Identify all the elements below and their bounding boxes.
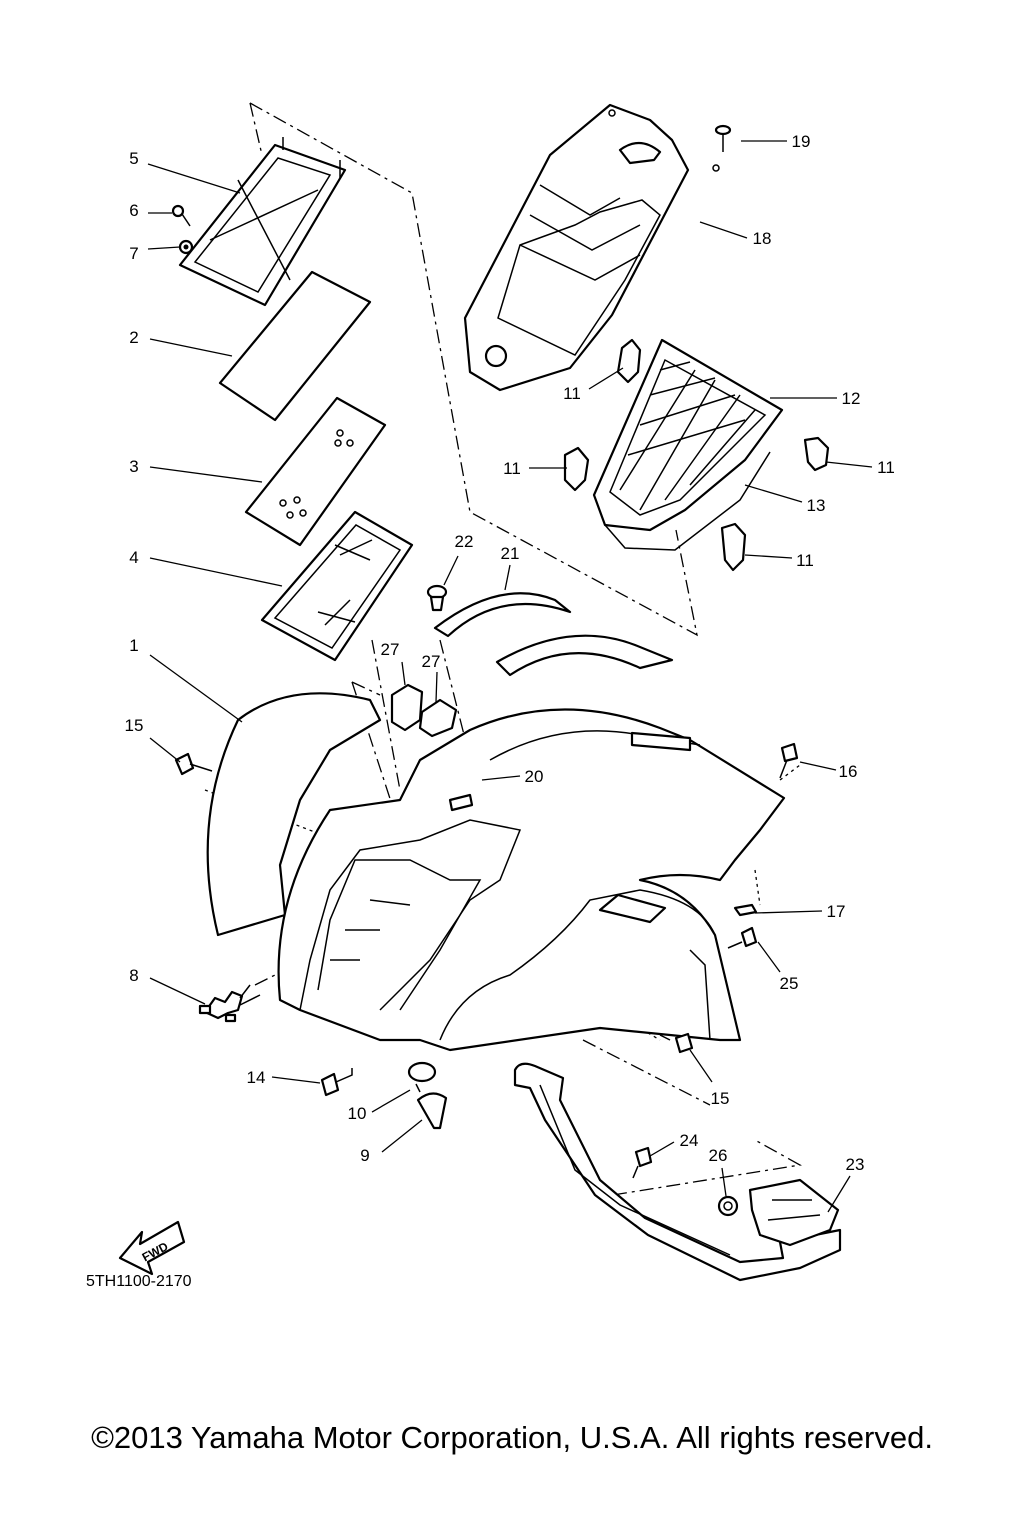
part-27-dampers xyxy=(390,683,458,738)
callout-23: 23 xyxy=(846,1155,865,1174)
part-17-clip xyxy=(733,903,758,917)
callout-26: 26 xyxy=(709,1146,728,1165)
callout-6: 6 xyxy=(129,201,138,220)
callout-13: 13 xyxy=(807,496,826,515)
callout-1: 1 xyxy=(129,636,138,655)
callout-9: 9 xyxy=(360,1146,369,1165)
part-22-grommet xyxy=(426,584,448,612)
part-12-grille xyxy=(592,338,784,532)
part-26-nut xyxy=(717,1195,739,1217)
callout-17: 17 xyxy=(827,902,846,921)
part-23-bumper xyxy=(513,1062,842,1282)
part-20-clip xyxy=(448,793,474,812)
part-13-screen xyxy=(604,451,771,551)
fwd-arrow-icon: FWD xyxy=(118,1220,186,1276)
callout-4: 4 xyxy=(129,548,138,567)
leader-lines xyxy=(147,140,873,1213)
callout-16: 16 xyxy=(839,762,858,781)
callout-11: 11 xyxy=(503,459,521,478)
part-8-connector xyxy=(198,984,261,1023)
callout-15: 15 xyxy=(125,716,144,735)
callout-11: 11 xyxy=(796,551,814,570)
callout-19: 19 xyxy=(792,132,811,151)
part-25-bolt xyxy=(727,926,758,949)
part-3-sheet xyxy=(244,396,387,547)
part-9-cap xyxy=(416,1092,448,1130)
callout-11: 11 xyxy=(877,458,895,477)
part-21-brackets xyxy=(433,592,674,677)
part-4-filter xyxy=(260,510,414,662)
part-5-frame xyxy=(178,137,347,307)
part-19-screw xyxy=(714,124,732,152)
callout-22: 22 xyxy=(455,532,474,551)
callout-3: 3 xyxy=(129,457,138,476)
copyright-notice: ©2013 Yamaha Motor Corporation, U.S.A. A… xyxy=(91,1420,933,1455)
part-6-screw xyxy=(171,204,191,227)
callout-10: 10 xyxy=(348,1104,367,1123)
callout-21: 21 xyxy=(501,544,520,563)
callout-12: 12 xyxy=(842,389,861,408)
callout-15: 15 xyxy=(711,1089,730,1108)
callout-18: 18 xyxy=(753,229,772,248)
callout-11: 11 xyxy=(563,384,581,403)
callout-7: 7 xyxy=(129,244,138,263)
callout-20: 20 xyxy=(525,767,544,786)
part-10-clip xyxy=(407,1061,437,1093)
part-18-front-cover xyxy=(463,103,720,392)
callout-8: 8 xyxy=(129,966,138,985)
callout-14: 14 xyxy=(247,1068,266,1087)
callout-27: 27 xyxy=(381,640,400,659)
part-16-bolt xyxy=(779,742,799,779)
callout-5: 5 xyxy=(129,149,138,168)
callout-24: 24 xyxy=(680,1131,699,1150)
part-24-bolt xyxy=(632,1146,653,1179)
part-7-washer xyxy=(178,239,194,255)
callout-27: 27 xyxy=(422,652,441,671)
callout-2: 2 xyxy=(129,328,138,347)
diagram-code: 5TH1100-2170 xyxy=(86,1273,192,1290)
part-2-panel xyxy=(218,270,372,422)
part-1-front-fender xyxy=(206,692,786,1052)
part-14-bolt xyxy=(320,1068,353,1097)
callout-25: 25 xyxy=(780,974,799,993)
part-11-clips xyxy=(563,338,830,572)
part-15-bolts xyxy=(174,752,694,1054)
